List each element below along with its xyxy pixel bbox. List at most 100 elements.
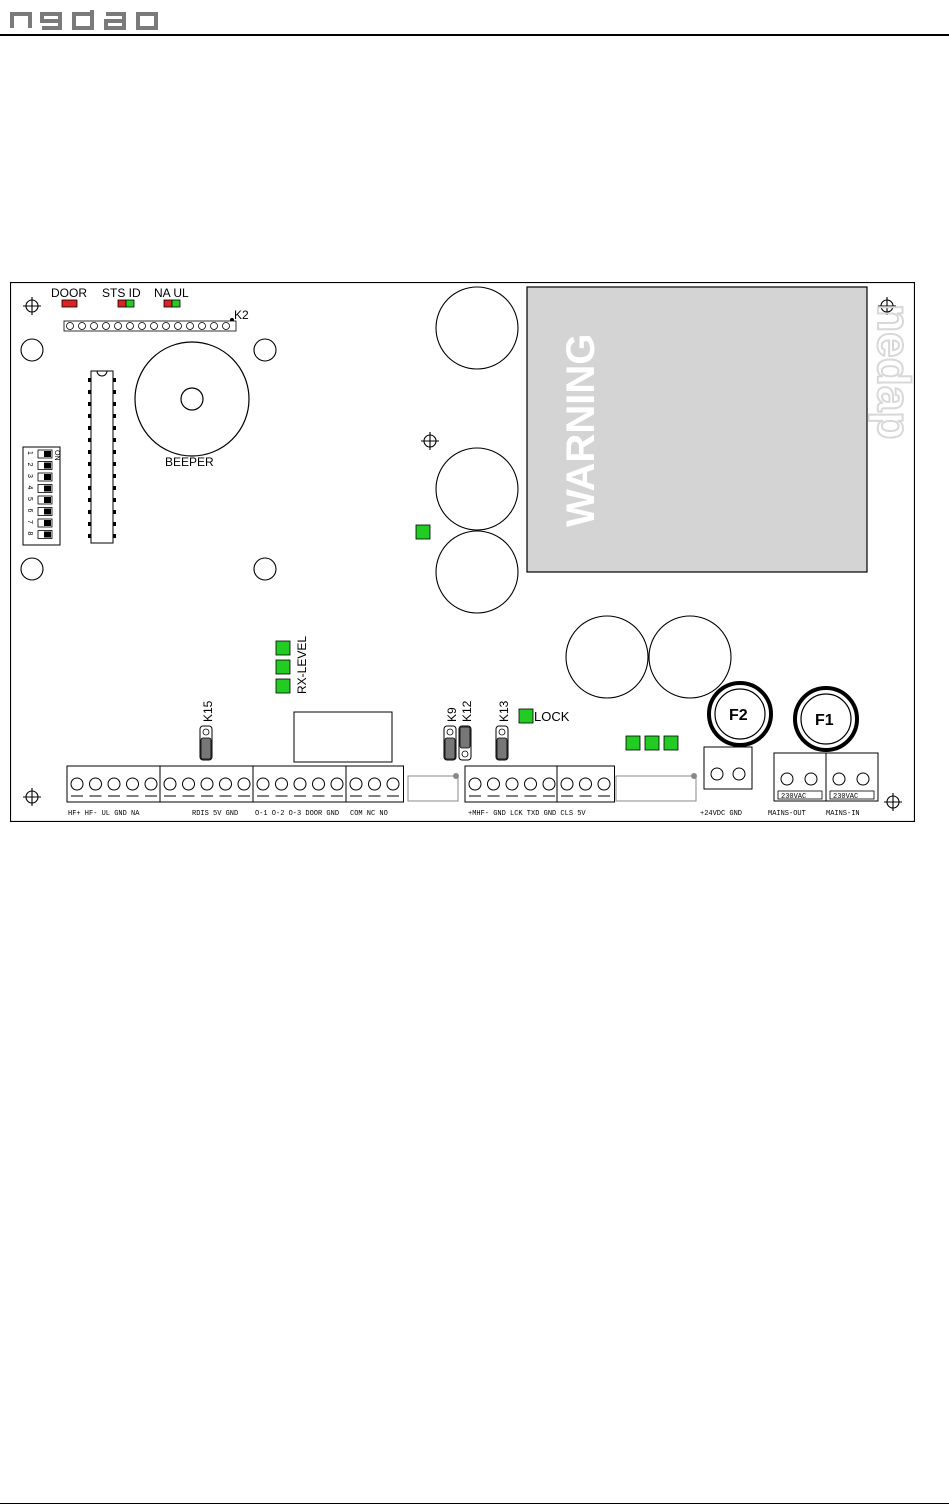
na-ul-led-label: NA UL xyxy=(154,286,189,300)
k2-pin xyxy=(175,323,182,330)
terminal-screw xyxy=(543,778,555,790)
ic-pin xyxy=(113,414,116,418)
k9-label: K9 xyxy=(445,707,459,722)
k2-pin xyxy=(223,323,230,330)
k2-pin xyxy=(91,323,98,330)
dip-number: 3 xyxy=(26,474,33,478)
ic-pin xyxy=(88,402,91,406)
ic-pin xyxy=(113,534,116,538)
side-nedap-logo: nedap xyxy=(868,304,915,439)
terminal-label-power: +24VDC GND xyxy=(700,810,742,818)
terminal-label-group5: +MHF- GND LCK TXD GND CLS 5V xyxy=(468,810,586,818)
terminal-label-group1: HF+ HF- UL GND NA xyxy=(68,810,140,818)
terminal-label-group2: RDIS 5V GND xyxy=(192,810,238,818)
mains-out-voltage: 230VAC xyxy=(781,793,806,801)
ic-pin xyxy=(88,426,91,430)
power-terminal xyxy=(704,747,752,789)
k2-label: K2 xyxy=(234,308,249,322)
terminal-screw xyxy=(201,778,213,790)
terminal-blocks xyxy=(67,766,615,802)
dip-lever xyxy=(44,520,51,526)
terminal-screw xyxy=(561,778,573,790)
ic-pin xyxy=(88,486,91,490)
k2-pin xyxy=(139,323,146,330)
ul-led xyxy=(172,300,180,307)
terminal-label-group4: COM NC NO xyxy=(350,810,388,818)
power-led xyxy=(416,525,430,539)
ic-pin xyxy=(88,522,91,526)
ic-pin xyxy=(88,450,91,454)
terminal-screw xyxy=(598,778,610,790)
connector-box-right xyxy=(616,776,696,801)
fuse-f1-label: F1 xyxy=(815,712,834,729)
ic-pin xyxy=(113,474,116,478)
terminal-screw xyxy=(108,778,120,790)
warning-label: WARNING xyxy=(559,334,603,527)
ic-chip xyxy=(91,371,113,543)
ic-pin xyxy=(113,510,116,514)
mains-in-voltage: 230VAC xyxy=(833,793,858,801)
ic-pin xyxy=(113,426,116,430)
k2-pin xyxy=(103,323,110,330)
beeper-label: BEEPER xyxy=(165,455,214,469)
k2-pin xyxy=(127,323,134,330)
ic-pin xyxy=(88,390,91,394)
terminal-screw xyxy=(469,778,481,790)
ic-pin xyxy=(88,474,91,478)
terminal-screw xyxy=(369,778,381,790)
fuse-f2-label: F2 xyxy=(729,707,748,724)
dip-number: 8 xyxy=(26,532,33,536)
connector-box-left-dot xyxy=(453,773,459,779)
page-header xyxy=(0,0,949,36)
terminal-screw xyxy=(127,778,139,790)
terminal-screw xyxy=(525,778,537,790)
ic-pin xyxy=(113,450,116,454)
sts-id-led-label: STS ID xyxy=(102,286,141,300)
dip-lever xyxy=(44,474,51,480)
terminal-screw xyxy=(71,778,83,790)
k2-pin xyxy=(187,323,194,330)
dip-lever xyxy=(44,486,51,492)
ic-pin xyxy=(113,402,116,406)
na-led xyxy=(164,300,172,307)
terminal-screw xyxy=(90,778,102,790)
k12-jumper xyxy=(459,726,471,760)
terminal-screw xyxy=(257,778,269,790)
ic-pin xyxy=(88,510,91,514)
terminal-screw xyxy=(506,778,518,790)
rx-level-label: RX-LEVEL xyxy=(295,636,309,694)
dip-number: 4 xyxy=(26,486,33,490)
dip-lever xyxy=(44,509,51,515)
pcb-layout-diagram: DOOR STS ID NA UL K2 12345678 ON BEEPER … xyxy=(10,282,915,822)
dip-number: 5 xyxy=(26,497,33,501)
ic-pin xyxy=(113,378,116,382)
ic-pin xyxy=(88,414,91,418)
dip-lever xyxy=(44,497,51,503)
terminal-label-group3: O-1 O-2 O-3 DOOR GND xyxy=(255,810,339,818)
rx-level-leds xyxy=(276,641,290,693)
terminal-screw xyxy=(183,778,195,790)
terminal-screw xyxy=(145,778,157,790)
k9-jumper xyxy=(444,726,456,760)
k2-pin xyxy=(151,323,158,330)
ic-pin xyxy=(113,438,116,442)
dip-lever xyxy=(44,463,51,469)
terminal-screw xyxy=(313,778,325,790)
dip-on-label: ON xyxy=(53,450,60,461)
dip-number: 7 xyxy=(26,520,33,524)
id-led xyxy=(126,300,134,307)
connector-box-right-dot xyxy=(691,773,697,779)
dip-number: 1 xyxy=(26,451,33,455)
door-led-label: DOOR xyxy=(51,286,87,300)
terminal-label-mains-out: MAINS-OUT xyxy=(768,810,806,818)
k12-label: K12 xyxy=(460,700,474,722)
sts-led xyxy=(118,300,126,307)
k13-label: K13 xyxy=(497,700,511,722)
k15-label: K15 xyxy=(201,700,215,722)
terminal-screw xyxy=(238,778,250,790)
k2-pin xyxy=(163,323,170,330)
nedap-logo xyxy=(8,6,178,30)
ic-pin xyxy=(88,498,91,502)
k2-pin xyxy=(211,323,218,330)
k15-jumper xyxy=(200,726,212,760)
